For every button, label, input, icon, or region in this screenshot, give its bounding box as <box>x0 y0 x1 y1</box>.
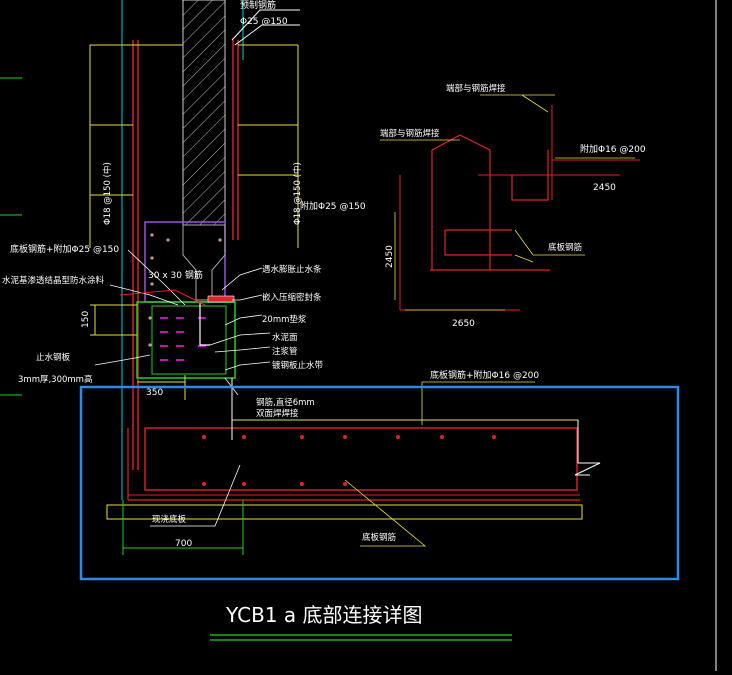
leader-line <box>344 479 427 547</box>
cast-slab-base <box>106 504 583 520</box>
label-water-face: 水泥面 <box>272 332 298 343</box>
label-bottom-rebar-left: 底板钢筋+附加Φ25 @150 <box>10 243 119 255</box>
label-right-vertical: Φ18 @150 (中) <box>292 162 303 225</box>
slab-rebar-outline <box>144 427 578 491</box>
left-leaders <box>94 249 186 366</box>
precast-wall-hatch <box>182 0 226 226</box>
label-swelling-stop: 遇水膨胀止水条 <box>262 264 322 275</box>
dim-inset-2450-v: 2450 <box>385 245 395 268</box>
dim-inset-2650: 2650 <box>452 319 475 329</box>
label-add-rebar: 附加Φ25 @150 <box>300 200 366 212</box>
label-grout-seal: 嵌入压缩密封条 <box>262 292 322 303</box>
connection-box <box>144 221 226 303</box>
dim-inset-2450-h: 2450 <box>593 183 616 193</box>
leader-line <box>421 381 535 425</box>
stop-plate <box>199 302 210 346</box>
break-line <box>574 420 601 476</box>
label-bottom-add-rebar: 底板钢筋+附加Φ16 @200 <box>430 369 539 381</box>
grout-funnel <box>182 224 226 301</box>
label-inset-slab-rebar: 底板钢筋 <box>548 242 582 253</box>
inset-detail <box>380 94 640 311</box>
foundation-box <box>136 301 236 379</box>
label-steel-strip: 钢筋,直径6mm <box>256 397 315 408</box>
label-grouting-pipe: 注浆管 <box>272 346 298 357</box>
leader-line <box>234 24 300 46</box>
magenta-dashes <box>160 317 206 361</box>
seal-strip <box>207 295 235 303</box>
label-inset-end-weld-left: 端部与钢筋焊接 <box>380 128 440 139</box>
dim-150: 150 <box>81 311 91 328</box>
selection-rectangle[interactable] <box>79 385 680 581</box>
label-waterproof-coating: 水泥基渗透结晶型防水涂料 <box>2 275 105 286</box>
rebar-dots <box>148 233 222 347</box>
label-inset-add: 附加Φ16 @200 <box>580 143 646 155</box>
foundation-inner <box>151 305 227 375</box>
leader-line <box>231 9 300 41</box>
label-left-vertical: Φ18 @150 (中) <box>102 162 113 225</box>
label-precast-rebar: 预制钢筋 <box>240 0 276 11</box>
dim-700: 700 <box>175 539 192 549</box>
label-cast-slab: 现浇底板 <box>152 514 187 525</box>
dim-350: 350 <box>146 388 163 398</box>
leader-line <box>150 464 241 527</box>
slab-rebar-dots <box>202 435 496 486</box>
label-stop-plate-spec: 3mm厚,300mm高 <box>18 374 92 385</box>
drawing-title: YCB1 a 底部连接详图 <box>225 603 423 627</box>
label-steel-plate-seal: 镀钢板止水带 <box>272 360 324 371</box>
label-weld-strip: 双面焊焊接 <box>256 408 299 419</box>
label-top-rebar-spec: Φ25 @150 <box>240 17 288 27</box>
label-inset-end-weld-top: 端部与钢筋焊接 <box>446 83 506 94</box>
right-leaders <box>209 267 271 396</box>
red-leader <box>119 289 206 306</box>
label-stop-plate: 止水钢板 <box>36 352 71 363</box>
label-slab-rebar: 底板钢筋 <box>362 532 396 543</box>
label-rebar-30x30: 30 x 30 钢筋 <box>148 269 203 281</box>
label-mortar-20: 20mm垫浆 <box>262 314 307 325</box>
